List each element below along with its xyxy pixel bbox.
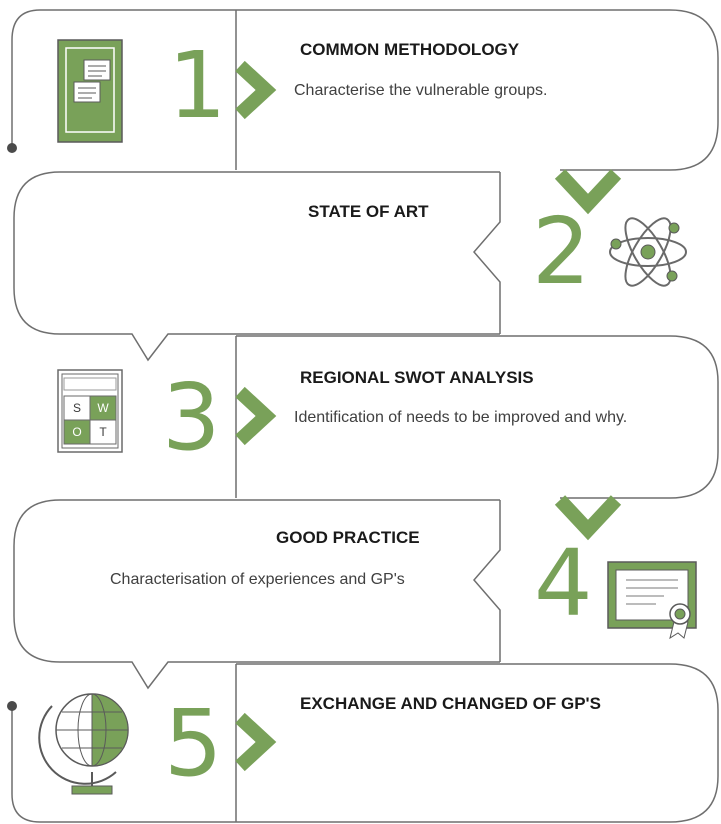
chevron-down-icon (554, 169, 622, 215)
swot-letter-s: S (73, 401, 81, 415)
globe-icon (38, 693, 129, 795)
step-number-1: 1 (168, 32, 227, 139)
band-2-outline (13, 171, 500, 362)
step-title-5: EXCHANGE AND CHANGED OF GP'S (300, 694, 601, 713)
chevron-right-icon (235, 386, 277, 446)
step-title-4: GOOD PRACTICE (276, 528, 420, 547)
step-number-2: 2 (532, 198, 591, 305)
step-title-2: STATE OF ART (308, 202, 429, 221)
band-5-outline (236, 663, 719, 823)
step-number-4: 4 (534, 530, 593, 637)
swot-letter-o: O (72, 425, 81, 439)
step-title-1: COMMON METHODOLOGY (300, 40, 520, 59)
atom-icon (609, 217, 687, 287)
step-number-5: 5 (164, 690, 223, 797)
step-description-3: Identification of needs to be improved a… (294, 409, 628, 426)
step-description-4: Characterisation of experiences and GP's (110, 571, 405, 588)
start-dot (7, 143, 17, 153)
swot-letter-w: W (97, 401, 109, 415)
band-4-outline (13, 499, 500, 690)
step-title-3: REGIONAL SWOT ANALYSIS (300, 368, 534, 387)
band-3-outline (236, 335, 719, 499)
band-1-outline (236, 9, 719, 171)
step-number-3: 3 (162, 364, 221, 471)
chevron-right-icon (235, 712, 277, 772)
swot-icon: S W O T (57, 369, 123, 453)
document-icon (57, 39, 123, 143)
chevron-down-icon (554, 495, 622, 541)
certificate-icon (607, 561, 697, 640)
step-description-1: Characterise the vulnerable groups. (294, 82, 548, 99)
end-dot (7, 701, 17, 711)
chevron-right-icon (235, 60, 277, 120)
swot-letter-t: T (99, 425, 107, 439)
